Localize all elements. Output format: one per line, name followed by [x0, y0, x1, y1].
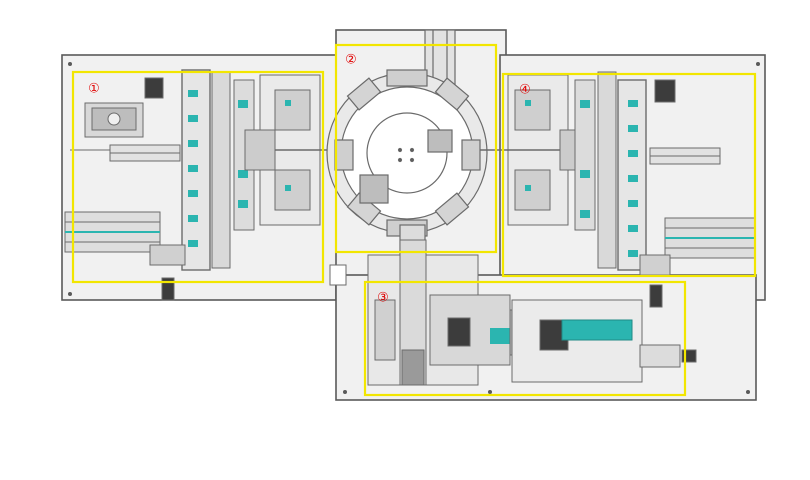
station-2-highlight [334, 43, 498, 254]
right-station-machinery [480, 71, 756, 308]
station-highlights [71, 43, 757, 397]
left-station-machinery [64, 69, 340, 301]
station-2-label: ② [345, 53, 357, 68]
station-labels: ① ② ③ ④ [88, 53, 531, 306]
station-3-highlight [363, 280, 687, 397]
station-3-label: ③ [377, 291, 389, 306]
station-1-label: ① [88, 82, 100, 97]
bottom-station-machinery [329, 239, 697, 386]
station-4-highlight [501, 72, 757, 278]
station-4-label: ④ [519, 83, 531, 98]
station-1-highlight [71, 70, 325, 284]
